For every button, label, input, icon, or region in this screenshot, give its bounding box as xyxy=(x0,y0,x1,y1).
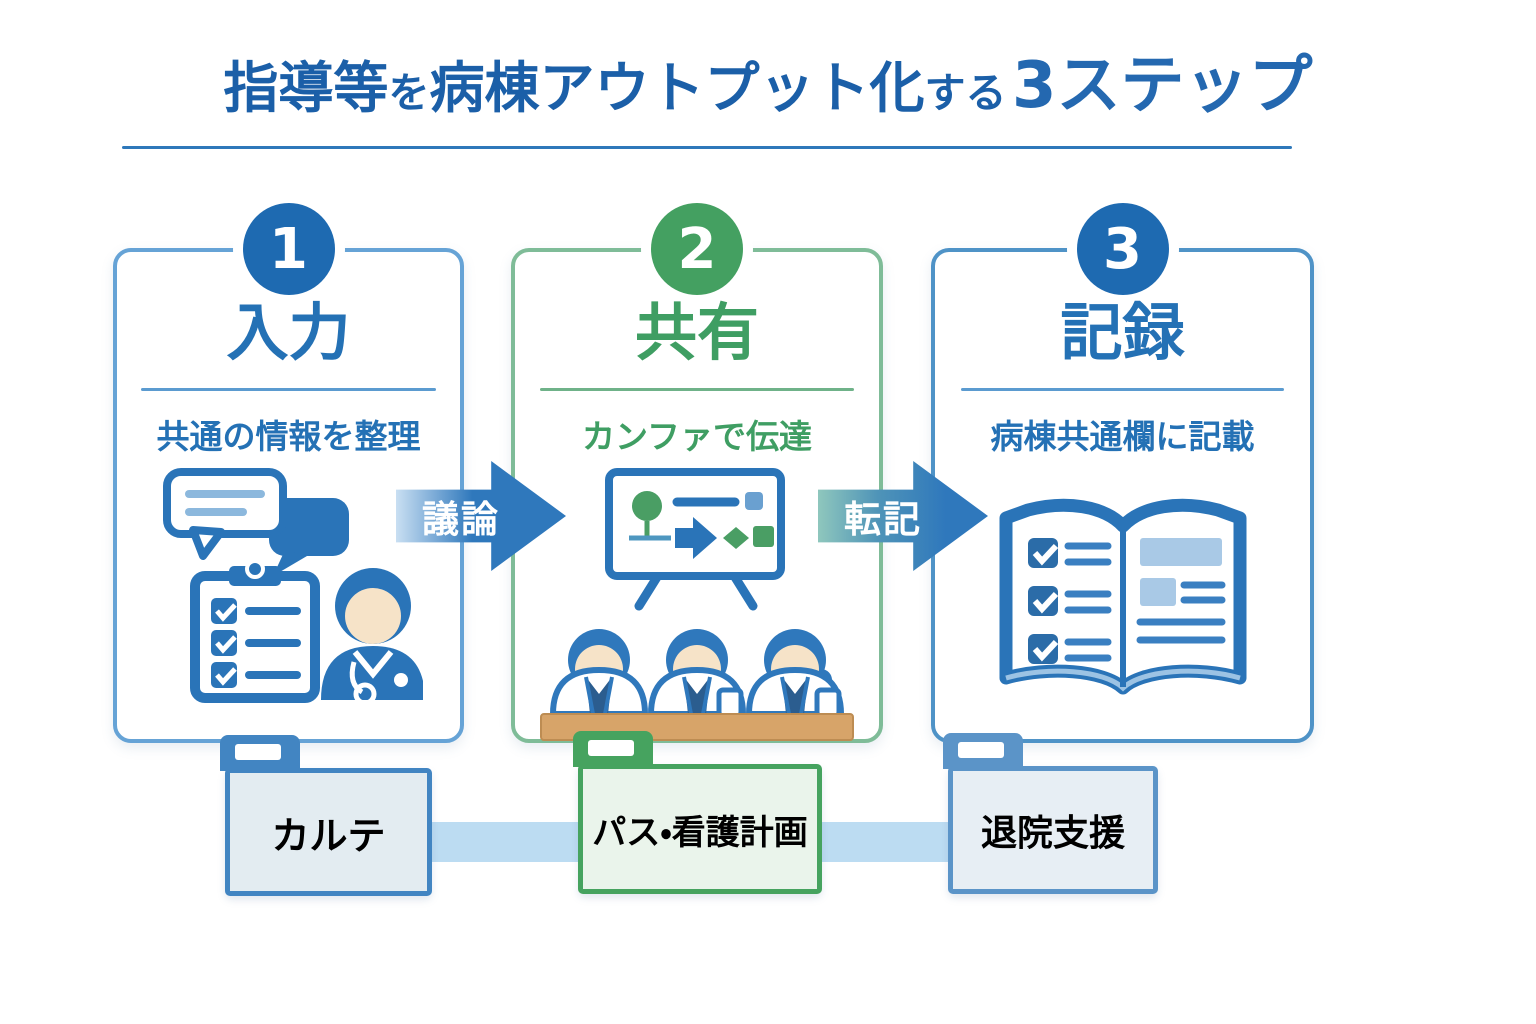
arrow-discussion-label: 議論 xyxy=(422,498,500,541)
title-segment-5: 3ステップ xyxy=(1012,49,1313,123)
arrow-transcription-label: 転記 xyxy=(844,498,922,541)
step-1-subtitle: 共通の情報を整理 xyxy=(156,417,421,456)
step-2-number-badge: 2 xyxy=(651,203,743,295)
folder-karte-label: カルテ xyxy=(271,813,386,858)
step-1-divider xyxy=(141,388,436,391)
title-segment-1: 指導等 xyxy=(223,56,389,120)
clipboard-checklist xyxy=(189,559,320,703)
step-1-icon-area xyxy=(117,464,460,709)
folder-discharge-support-label: 退院支援 xyxy=(980,813,1125,854)
team-member-right xyxy=(745,629,845,719)
step-3-number-badge: 3 xyxy=(1076,203,1169,295)
step-1-heading: 入力 xyxy=(226,296,351,369)
folder-path-nursing-plan-label: パス・看護計画 xyxy=(592,812,808,853)
folder-path-nursing-plan: パス・看護計画 xyxy=(573,731,822,894)
step-3-divider xyxy=(961,388,1284,391)
folder-tab-slot xyxy=(235,744,281,760)
left-page-checklist xyxy=(1027,538,1111,664)
step-1-number-badge: 1 xyxy=(242,203,335,295)
team-member-center xyxy=(647,629,747,719)
step-card-record: 3 記録 病棟共通欄に記載 xyxy=(931,203,1314,743)
folder-discharge-support: 退院支援 xyxy=(943,733,1158,894)
title-underline xyxy=(122,146,1292,149)
folder-tab-slot xyxy=(958,742,1004,758)
folder-body xyxy=(225,768,432,896)
right-page-content xyxy=(1136,538,1225,644)
easel-whiteboard xyxy=(605,468,785,611)
title-segment-2: を xyxy=(388,69,430,117)
step-2-icon-area xyxy=(515,464,879,744)
open-book-checklist-icon xyxy=(999,498,1246,695)
step-2-subtitle: カンファで伝達 xyxy=(581,417,812,456)
folder-tab-slot xyxy=(588,740,634,756)
folder-body xyxy=(578,764,822,894)
page-title: 指導等を病棟アウトプット化する 3ステップ xyxy=(0,49,1536,124)
nurse-figure xyxy=(320,568,423,706)
conference-whiteboard-team-icon xyxy=(540,468,854,741)
step-3-subtitle: 病棟共通欄に記載 xyxy=(990,417,1255,456)
speech-bubbles-clipboard-nurse-icon xyxy=(162,468,423,706)
step-3-heading: 記録 xyxy=(1060,296,1185,369)
step-2-divider xyxy=(540,388,854,391)
step-3-icon-area xyxy=(935,490,1310,720)
title-segment-3: 病棟アウトプット化 xyxy=(429,56,925,120)
title-segment-4: する xyxy=(924,69,1007,117)
step-2-heading: 共有 xyxy=(634,296,759,369)
folder-body xyxy=(948,766,1158,894)
speech-bubble-outline xyxy=(162,468,287,560)
team-member-left xyxy=(549,629,649,717)
folder-karte: カルテ xyxy=(220,735,432,896)
speech-bubble-solid xyxy=(268,498,349,576)
